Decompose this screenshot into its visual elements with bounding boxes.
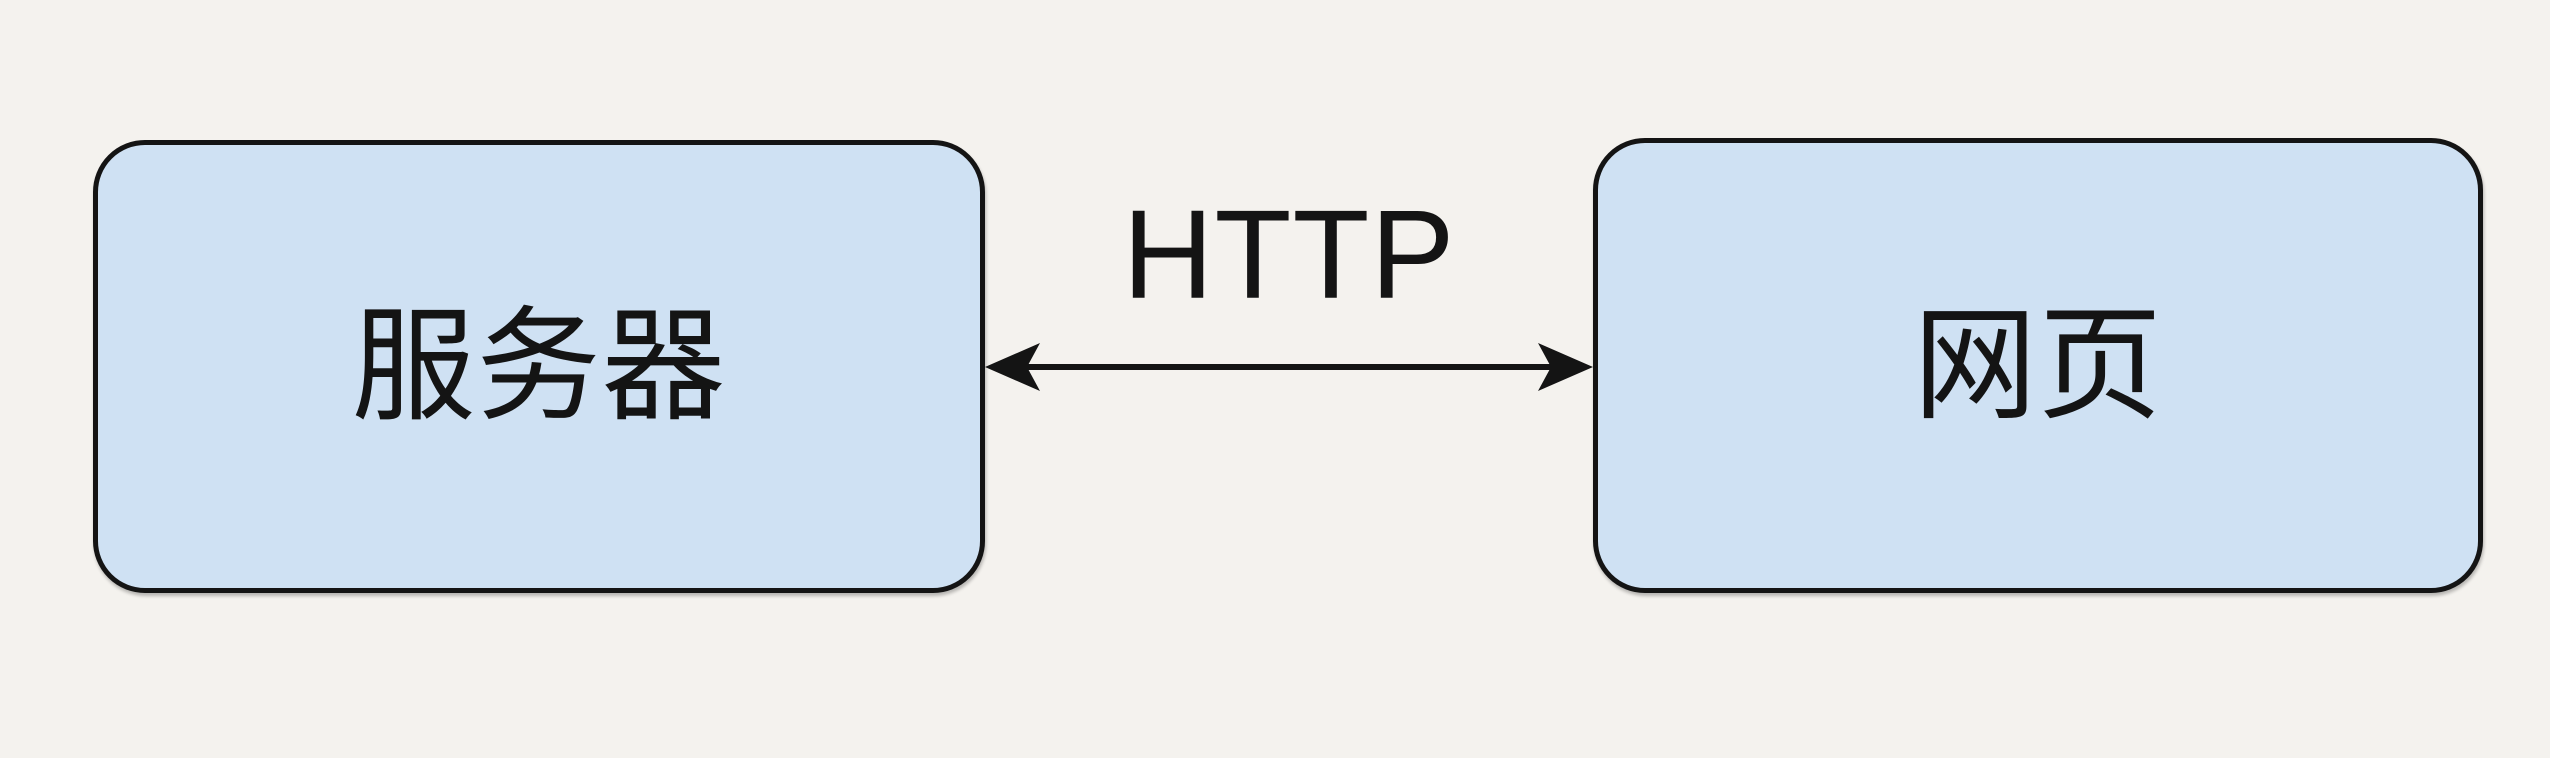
arrowhead-left — [985, 343, 1040, 391]
arrowhead-right — [1538, 343, 1593, 391]
webpage-node-label: 网页 — [1912, 296, 2163, 435]
server-node: 服务器 — [93, 140, 985, 593]
http-edge-label: HTTP — [1122, 184, 1456, 325]
webpage-node: 网页 — [1593, 138, 2483, 593]
server-node-label: 服务器 — [351, 297, 727, 436]
